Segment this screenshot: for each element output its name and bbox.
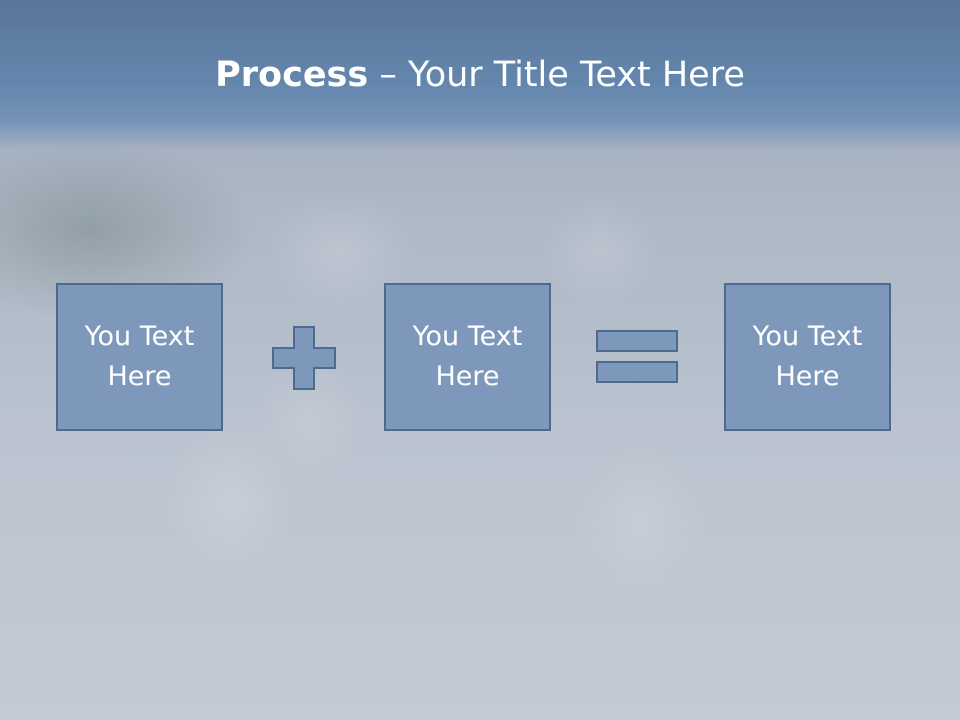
box-text-line: Here — [435, 361, 500, 392]
process-box-2: You Text Here — [384, 283, 551, 431]
slide-title: Process – Your Title Text Here — [0, 52, 960, 98]
box-text-line: You Text — [84, 321, 195, 352]
process-box-1: You Text Here — [56, 283, 223, 431]
title-bold-word: Process — [215, 55, 369, 95]
title-band — [0, 0, 960, 150]
equals-icon — [596, 330, 678, 383]
process-box-3: You Text Here — [724, 283, 891, 431]
box-text-line: You Text — [752, 321, 863, 352]
box-text-line: Here — [107, 361, 172, 392]
plus-icon — [272, 326, 336, 390]
box-text-line: Here — [775, 361, 840, 392]
title-text: – Your Title Text Here — [368, 55, 745, 95]
box-text-line: You Text — [412, 321, 523, 352]
